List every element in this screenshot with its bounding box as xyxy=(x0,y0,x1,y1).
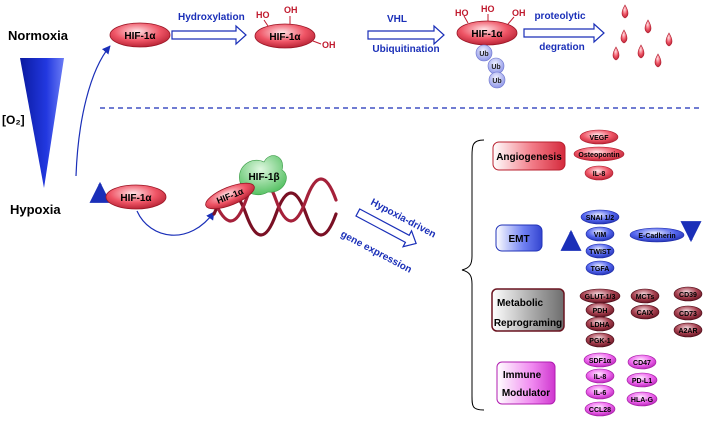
gene-osteopontin: Osteopontin xyxy=(578,152,619,159)
ubiquitin-3-label: Ub xyxy=(492,78,501,85)
metabolic-title-line1: Metabolic xyxy=(497,298,544,309)
ubiquitin-chain: Ub Ub Ub xyxy=(475,44,506,89)
gene-il6: IL-6 xyxy=(594,390,607,397)
vhl-label: VHL xyxy=(387,14,407,25)
gene-sdf1a: SDF1α xyxy=(589,358,612,365)
hydroxyl-group-5: HO xyxy=(481,4,495,14)
hif1a-hypoxia-label: HIF-1α xyxy=(120,193,152,204)
gene-il8-angio: IL-8 xyxy=(593,171,606,178)
metabolic-title-line2: Reprograming xyxy=(494,318,562,329)
emt-down-genes: E-Cadherin xyxy=(629,227,685,243)
hif1a-hypoxia: HIF-1α xyxy=(105,184,167,210)
normoxia-label: Normoxia xyxy=(8,28,69,43)
immune-genes-col2: CD47 PD-L1 HLA-G xyxy=(626,354,658,407)
hydroxylation-arrow xyxy=(171,24,247,46)
gene-tgfa: TGFA xyxy=(591,266,610,273)
gene-vim: VIM xyxy=(594,232,607,239)
hif1a-normoxia-label: HIF-1α xyxy=(124,31,156,42)
gene-pgk1: PGK-1 xyxy=(589,338,611,345)
hydroxylation-label: Hydroxylation xyxy=(178,12,245,23)
gene-ccl28: CCL28 xyxy=(589,407,611,414)
metabolic-genes-col1: GLUT-1/3 PDH LDHA PGK-1 xyxy=(579,288,621,348)
gene-cd47: CD47 xyxy=(633,360,651,367)
immune-title-line1: Immune xyxy=(503,370,542,381)
gene-a2ar: A2AR xyxy=(678,328,697,335)
gene-expression-arrow xyxy=(355,208,417,248)
gene-cd39: CD39 xyxy=(679,292,697,299)
ubiquitin-2-label: Ub xyxy=(491,64,500,71)
gene-cd73: CD73 xyxy=(679,311,697,318)
hif1a-normoxia: HIF-1α xyxy=(109,22,171,48)
ubiquitination-arrow xyxy=(367,24,445,46)
gene-ldha: LDHA xyxy=(590,322,609,329)
emt-up-genes: SNAI 1/2 VIM TWIST TGFA xyxy=(580,209,620,276)
degraded-fragments xyxy=(612,4,673,68)
hydroxyl-group-4: HO xyxy=(455,8,469,18)
normoxia-branch-arrow xyxy=(75,45,111,177)
gene-e-cadherin: E-Cadherin xyxy=(638,233,675,240)
gene-pdl1: PD-L1 xyxy=(632,378,652,385)
gene-il8-immune: IL-8 xyxy=(594,374,607,381)
immune-box: Immune Modulator xyxy=(496,361,556,405)
metabolic-genes-col3: CD39 CD73 A2AR xyxy=(673,286,703,338)
outcome-brace xyxy=(461,139,485,411)
immune-genes-col1: SDF1α IL-8 IL-6 CCL28 xyxy=(583,352,617,417)
hydroxyl-group-1: HO xyxy=(256,10,270,20)
emt-title: EMT xyxy=(508,234,529,245)
hydroxyl-group-6: OH xyxy=(512,8,526,18)
ubiquitination-label: Ubiquitination xyxy=(372,44,439,55)
gene-snai: SNAI 1/2 xyxy=(586,215,615,222)
gene-mcts: MCTs xyxy=(636,294,655,301)
hydroxyl-group-3: OH xyxy=(322,40,336,50)
gene-pdh: PDH xyxy=(593,308,608,315)
hif1b-label: HIF-1β xyxy=(248,172,279,183)
oxygen-label: [O₂] xyxy=(2,113,25,127)
degradation-arrow xyxy=(523,22,605,44)
hypoxia-label: Hypoxia xyxy=(10,202,61,217)
hif1a-dna-bound: HIF-1α xyxy=(205,182,255,210)
angiogenesis-box: Angiogenesis xyxy=(492,141,566,171)
metabolic-box: Metabolic Reprograming xyxy=(491,288,565,332)
ubiquitin-1-label: Ub xyxy=(479,51,488,58)
angiogenesis-title: Angiogenesis xyxy=(496,152,562,163)
hif1a-hydroxylated: HIF-1α HO OH OH xyxy=(254,5,336,50)
gene-hlag: HLA-G xyxy=(631,397,654,404)
degradation-label: degration xyxy=(539,42,585,53)
hif1a-hydroxylated-label: HIF-1α xyxy=(269,32,301,43)
hydroxyl-group-2: OH xyxy=(284,5,298,15)
gene-twist: TWIST xyxy=(589,249,611,256)
hif1a-ubiquitinated-label: HIF-1α xyxy=(471,29,503,40)
gene-caix: CAIX xyxy=(637,310,654,317)
metabolic-genes-col2: MCTs CAIX xyxy=(630,288,660,320)
emt-box: EMT xyxy=(495,224,543,252)
proteolytic-label: proteolytic xyxy=(534,11,586,22)
immune-title-line2: Modulator xyxy=(502,388,550,399)
gene-vegf: VEGF xyxy=(589,135,609,142)
angiogenesis-genes: VEGF Osteopontin IL-8 xyxy=(573,129,625,181)
nuclear-translocation-arrow xyxy=(136,210,215,236)
gene-glut: GLUT-1/3 xyxy=(585,294,616,301)
hif1a-ubiquitinated: HIF-1α HO HO OH xyxy=(455,4,526,46)
oxygen-gradient-triangle xyxy=(20,58,64,188)
